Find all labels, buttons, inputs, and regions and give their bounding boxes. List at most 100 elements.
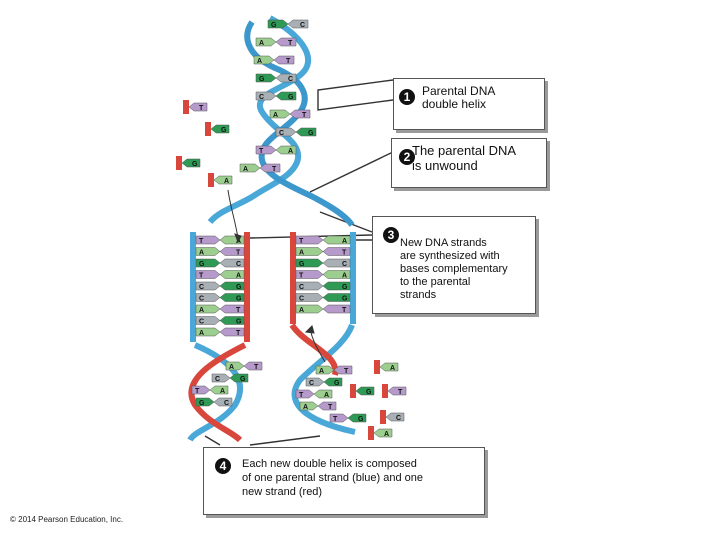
parental-strand-b bbox=[244, 20, 355, 227]
left-lower-red bbox=[188, 342, 247, 443]
svg-text:G: G bbox=[199, 261, 205, 268]
svg-text:G: G bbox=[236, 296, 242, 303]
left-pair-1-right: T bbox=[219, 247, 245, 257]
svg-text:C: C bbox=[299, 284, 304, 291]
svg-text:C: C bbox=[299, 296, 304, 303]
left-pair-6-left: A bbox=[195, 304, 221, 314]
svg-text:A: A bbox=[319, 368, 324, 375]
svg-text:T: T bbox=[259, 148, 264, 155]
br-pair-3-left: A bbox=[299, 401, 319, 411]
svg-text:T: T bbox=[199, 238, 204, 245]
br-pair-0-left: A bbox=[315, 365, 335, 375]
free-nucleotide-4: A bbox=[374, 360, 399, 374]
left-pair-0-left: T bbox=[195, 235, 221, 245]
svg-text:A: A bbox=[243, 166, 248, 173]
free-nucleotide-8: A bbox=[368, 426, 393, 440]
left-pair-4-left: C bbox=[195, 281, 221, 291]
svg-text:T: T bbox=[195, 388, 200, 395]
svg-text:A: A bbox=[273, 112, 278, 119]
svg-text:A: A bbox=[220, 388, 225, 395]
free-nucleotide-2: G bbox=[176, 156, 201, 170]
svg-text:A: A bbox=[259, 40, 264, 47]
left-helix-base-pairs: TAATGCTACGCGATCGAT bbox=[195, 235, 245, 337]
left-pair-2-right: C bbox=[219, 258, 245, 268]
bl-pair-0-left: A bbox=[225, 361, 245, 371]
top-pair-7-right: A bbox=[275, 145, 297, 155]
svg-text:G: G bbox=[192, 161, 198, 168]
right-pair-4-right: G bbox=[322, 281, 351, 291]
svg-text:T: T bbox=[254, 364, 259, 371]
svg-text:T: T bbox=[199, 273, 204, 280]
left-pair-8-left: A bbox=[195, 327, 221, 337]
svg-text:C: C bbox=[342, 261, 347, 268]
right-pair-1-left: A bbox=[295, 247, 324, 257]
svg-text:T: T bbox=[299, 238, 304, 245]
br-pair-4-right: G bbox=[347, 413, 367, 423]
top-pair-7-left: T bbox=[255, 145, 277, 155]
svg-text:T: T bbox=[199, 105, 204, 112]
svg-text:C: C bbox=[224, 400, 229, 407]
left-pair-7-right: G bbox=[219, 316, 245, 326]
copyright-notice: © 2014 Pearson Education, Inc. bbox=[10, 515, 124, 524]
step-2-callout: 2 The parental DNA is unwound bbox=[391, 138, 547, 188]
br-pair-1-right: G bbox=[323, 377, 343, 387]
svg-text:G: G bbox=[271, 22, 277, 29]
free-nucleotide-3-base: A bbox=[213, 175, 233, 185]
svg-text:T: T bbox=[236, 307, 241, 314]
bl-pair-1-left: C bbox=[211, 373, 231, 383]
svg-text:G: G bbox=[240, 376, 246, 383]
free-nucleotide-2-base: G bbox=[181, 158, 201, 168]
step-2-text: The parental DNA is unwound bbox=[412, 143, 517, 173]
left-pair-2-left: G bbox=[195, 258, 221, 268]
left-pair-4-right: G bbox=[219, 281, 245, 291]
arrow-left bbox=[227, 189, 239, 239]
right-pair-6-left: A bbox=[295, 304, 324, 314]
bl-pair-2-right: A bbox=[209, 385, 229, 395]
free-nucleotide-4-base: A bbox=[379, 362, 399, 372]
bl-pair-3-right: C bbox=[213, 397, 233, 407]
br-pair-1-left: C bbox=[305, 377, 325, 387]
svg-text:C: C bbox=[199, 319, 204, 326]
left-pair-1-left: A bbox=[195, 247, 221, 257]
svg-text:A: A bbox=[390, 365, 395, 372]
svg-text:C: C bbox=[309, 380, 314, 387]
top-pair-2-right: T bbox=[273, 55, 295, 65]
svg-text:T: T bbox=[333, 416, 338, 423]
svg-text:A: A bbox=[199, 307, 204, 314]
svg-text:G: G bbox=[308, 130, 314, 137]
bl-pair-3-left: G bbox=[195, 397, 215, 407]
right-pair-1-right: T bbox=[322, 247, 351, 257]
svg-text:C: C bbox=[236, 261, 241, 268]
br-pair-3-right: T bbox=[317, 401, 337, 411]
step-1-callout: 1 Parental DNA double helix bbox=[393, 78, 545, 130]
br-pair-0-right: T bbox=[333, 365, 353, 375]
parental-helix bbox=[207, 15, 355, 227]
svg-text:A: A bbox=[236, 273, 241, 280]
svg-text:A: A bbox=[299, 250, 304, 257]
svg-text:T: T bbox=[328, 404, 333, 411]
svg-text:C: C bbox=[199, 296, 204, 303]
right-parental-backbone bbox=[350, 232, 356, 324]
svg-text:T: T bbox=[236, 330, 241, 337]
step-1-number: 1 bbox=[399, 89, 415, 105]
free-nucleotide-1: G bbox=[205, 122, 230, 136]
leader-line-1 bbox=[317, 79, 394, 111]
svg-text:A: A bbox=[199, 330, 204, 337]
svg-text:C: C bbox=[215, 376, 220, 383]
svg-text:C: C bbox=[288, 76, 293, 83]
top-pair-6-left: C bbox=[275, 127, 297, 137]
svg-text:G: G bbox=[199, 400, 205, 407]
top-pair-0-right: C bbox=[287, 19, 309, 29]
step-4-number: 4 bbox=[215, 458, 231, 474]
svg-text:T: T bbox=[286, 58, 291, 65]
svg-text:G: G bbox=[299, 261, 305, 268]
left-new-backbone bbox=[244, 232, 250, 342]
free-nucleotide-3: A bbox=[208, 173, 233, 187]
left-parental-backbone bbox=[190, 232, 196, 342]
free-nucleotide-7: G bbox=[350, 384, 375, 398]
